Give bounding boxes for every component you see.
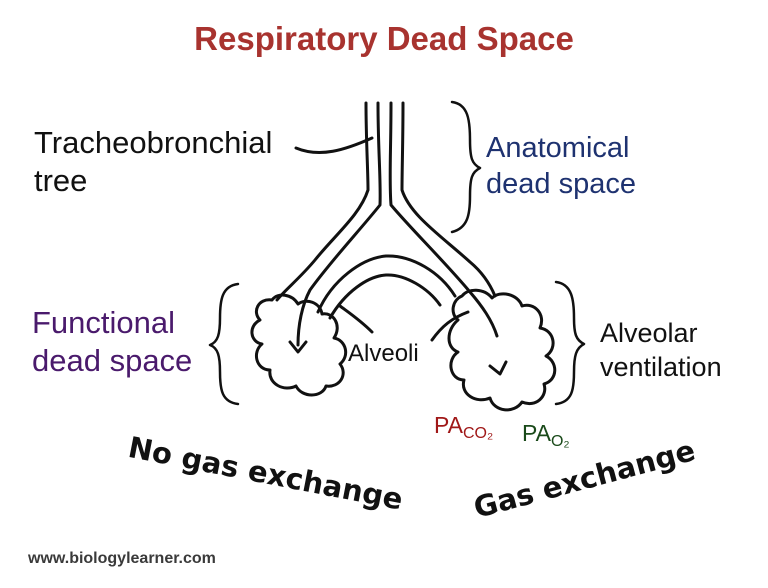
alveoli-label: Alveoli (348, 340, 419, 367)
inner-left-branch (296, 101, 382, 347)
anatomical-dead-space-label: Anatomical dead space (486, 130, 636, 202)
functional-line2: dead space (32, 343, 193, 378)
alveoli-pointer-left (338, 304, 374, 334)
alveolar-brace (554, 280, 586, 406)
pa-co2-label: PACO₂ (434, 412, 493, 443)
functional-dead-space-label: Functional dead space (32, 304, 192, 380)
functional-brace (208, 282, 240, 406)
trachea-right-wall (400, 101, 497, 298)
inner-right-branch (388, 101, 499, 338)
alveolar-ventilation-label: Alveolar ventilation (600, 316, 722, 384)
tracheobronchial-line1: Tracheobronchial (34, 125, 273, 160)
alveoli-pointer-right (430, 310, 470, 342)
page-title: Respiratory Dead Space (194, 20, 574, 57)
alveolar-line2: ventilation (600, 352, 722, 382)
pa-co2-sub: CO₂ (462, 425, 494, 442)
anatomical-line1: Anatomical (486, 132, 630, 164)
tracheobronchial-label: Tracheobronchial tree (34, 124, 272, 200)
left-alveoli-cluster (250, 293, 348, 397)
functional-line1: Functional (32, 305, 176, 340)
carina-arch (316, 254, 457, 314)
tracheobronchial-line2: tree (34, 163, 88, 198)
anatomical-line2: dead space (486, 168, 636, 200)
pa-o2-main: PA (522, 420, 551, 446)
carina-inner (328, 273, 442, 320)
right-arrow-head (488, 360, 508, 376)
trachea-left-wall (275, 101, 370, 302)
pa-co2-main: PA (434, 412, 463, 438)
left-arrow-head (288, 340, 308, 354)
pa-o2-sub: O₂ (550, 433, 570, 450)
footer-url: www.biologylearner.com (28, 550, 216, 567)
right-alveoli-cluster (447, 288, 557, 412)
anatomical-brace (450, 100, 482, 234)
alveolar-line1: Alveolar (600, 318, 698, 348)
tracheobronchial-pointer (294, 136, 374, 155)
pa-o2-label: PAO₂ (522, 420, 570, 451)
